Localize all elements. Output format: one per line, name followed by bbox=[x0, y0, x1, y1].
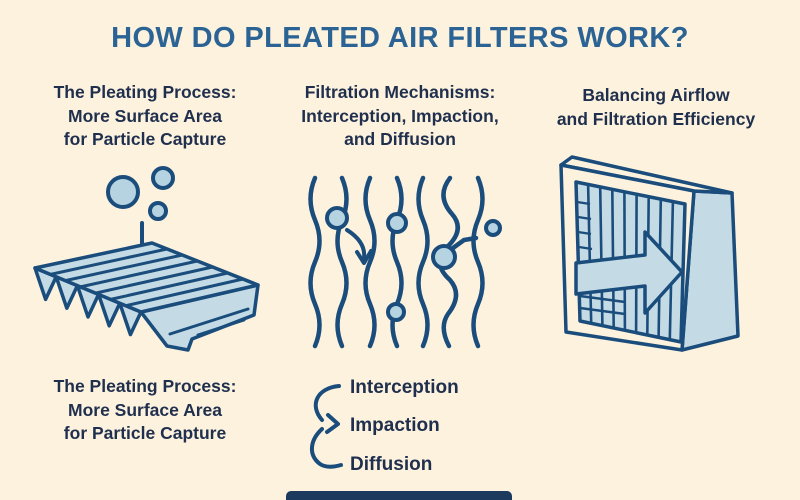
footer-bar bbox=[286, 491, 512, 500]
heading-line: and Filtration Efficiency bbox=[556, 108, 756, 129]
particle-large-icon bbox=[106, 175, 140, 209]
particle-small-icon bbox=[148, 201, 168, 221]
pleat-front-lines bbox=[168, 307, 250, 337]
caption-line: More Surface Area bbox=[68, 399, 222, 420]
mechanism-brace-arrow-icon bbox=[310, 384, 343, 469]
particle-medium-icon bbox=[151, 166, 175, 190]
page-title: HOW DO PLEATED AIR FILTERS WORK? bbox=[111, 22, 689, 54]
airflow-arrow-icon bbox=[574, 230, 684, 315]
caption-line: The Pleating Process: bbox=[53, 376, 237, 396]
captured-particles-icon bbox=[325, 206, 502, 322]
particle-path-arrow-icon bbox=[345, 228, 373, 265]
heading-line: and Diffusion bbox=[344, 129, 456, 149]
fiber-capture-illustration bbox=[308, 175, 502, 349]
pleated-media-icon bbox=[33, 241, 260, 352]
list-item-interception: Interception bbox=[350, 377, 459, 398]
heading-line: Balancing Airflow bbox=[582, 85, 730, 105]
particles-icon bbox=[106, 166, 175, 221]
pleated-filter-illustration bbox=[33, 166, 260, 352]
heading-balancing-airflow: Balancing Airflow and Filtration Efficie… bbox=[528, 84, 784, 131]
filter-frame-illustration bbox=[559, 155, 740, 352]
caption-line: for Particle Capture bbox=[63, 423, 227, 443]
heading-pleating-process: The Pleating Process: More Surface Area … bbox=[20, 81, 270, 152]
filter-rung-lines bbox=[576, 200, 626, 316]
list-item-diffusion: Diffusion bbox=[350, 454, 433, 475]
filter-box-icon bbox=[559, 155, 740, 352]
heading-line: Interception, Impaction, bbox=[301, 105, 499, 126]
fiber-branch-line bbox=[450, 235, 479, 251]
heading-line: Filtration Mechanisms: bbox=[304, 82, 496, 102]
pleat-top-face bbox=[33, 241, 260, 314]
heading-line: for Particle Capture bbox=[63, 129, 227, 149]
caption-pleating-process: The Pleating Process: More Surface Area … bbox=[20, 375, 270, 446]
heading-line: The Pleating Process: bbox=[53, 82, 237, 102]
pleat-ridge-lines bbox=[48, 247, 245, 308]
heading-line: More Surface Area bbox=[68, 105, 222, 126]
pleat-zigzag-face bbox=[33, 266, 143, 337]
list-item-impaction: Impaction bbox=[350, 415, 440, 436]
heading-filtration-mechanisms: Filtration Mechanisms: Interception, Imp… bbox=[278, 81, 522, 152]
brace-arrowhead bbox=[325, 413, 340, 434]
